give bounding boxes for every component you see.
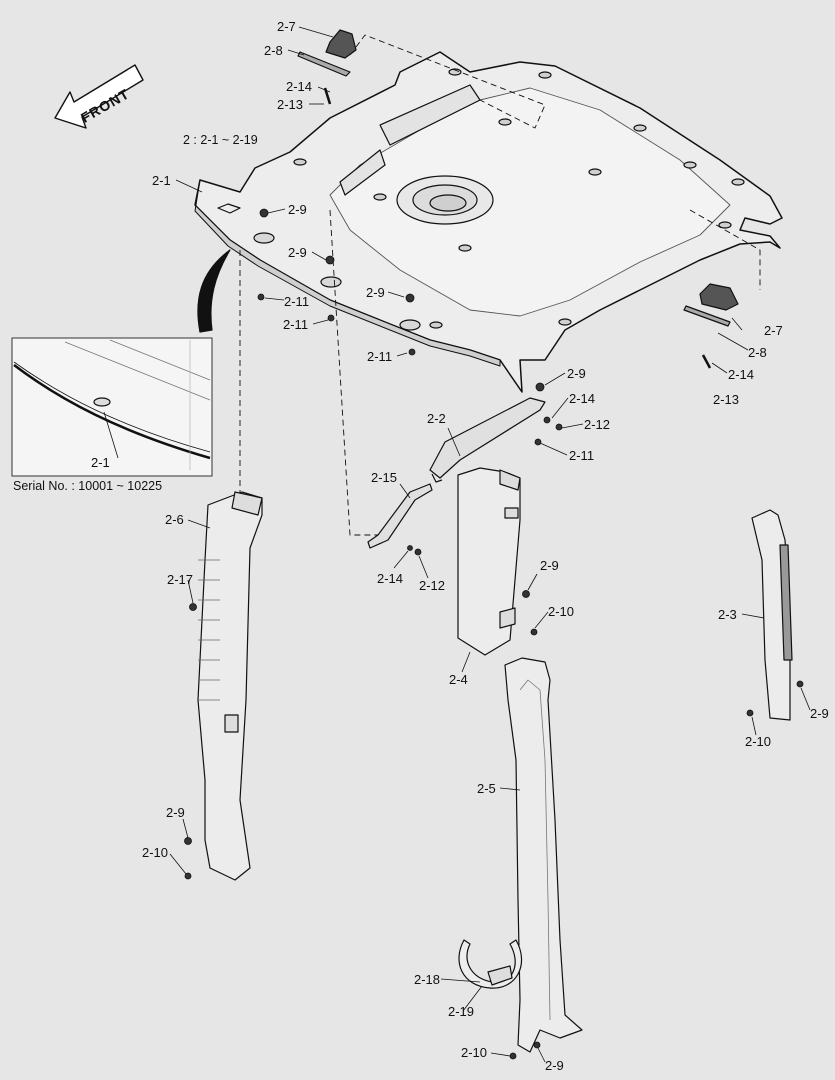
callout-2-1-headliner: 2-1 [152, 173, 171, 188]
callout-2-12-mid: 2-12 [584, 417, 611, 432]
callout-2-9-d: 2-9 [567, 366, 586, 381]
callout-2-14-top: 2-14 [286, 79, 313, 94]
inset-pointer-arrow [197, 249, 231, 333]
callout-2-9-c: 2-9 [366, 285, 385, 300]
callout-2-8-top: 2-8 [264, 43, 283, 58]
callout-2-9-g: 2-9 [810, 706, 829, 721]
sunvisor-bracket-right [683, 283, 739, 369]
callout-2-9-a: 2-9 [288, 202, 307, 217]
callout-2-18: 2-18 [414, 972, 441, 987]
callout-2-10-a: 2-10 [142, 845, 169, 860]
pillar-trim-2-6 [197, 491, 263, 881]
callout-2-19: 2-19 [448, 1004, 475, 1019]
callout-2-5: 2-5 [477, 781, 496, 796]
callout-2-12-low: 2-12 [419, 578, 446, 593]
callout-2-9-f: 2-9 [540, 558, 559, 573]
callout-2-7-right: 2-7 [764, 323, 783, 338]
connection-lines [239, 34, 761, 536]
fasteners [184, 208, 804, 1060]
bracket-2-15 [367, 483, 433, 549]
callout-2-11-a: 2-11 [284, 294, 310, 309]
callout-2-9-h: 2-9 [545, 1058, 564, 1073]
callout-2-7-top: 2-7 [277, 19, 296, 34]
callout-2-8-right: 2-8 [748, 345, 767, 360]
pillar-trim-2-4 [457, 467, 521, 656]
callout-2-9-e: 2-9 [166, 805, 185, 820]
callout-2-14-low: 2-14 [377, 571, 404, 586]
sunvisor-bracket-top [297, 29, 357, 105]
callout-2-10-b: 2-10 [548, 604, 575, 619]
leader-lines [103, 26, 811, 1063]
inset-detail-box [11, 337, 213, 477]
brace-bracket [429, 397, 546, 483]
callout-2-10-c: 2-10 [745, 734, 772, 749]
pillar-trim-2-3 [751, 509, 793, 721]
callout-2-13-right: 2-13 [713, 392, 740, 407]
callout-2-3: 2-3 [718, 607, 737, 622]
callout-2-10-d: 2-10 [461, 1045, 488, 1060]
callout-2-2: 2-2 [427, 411, 446, 426]
callout-2-11-d: 2-11 [569, 448, 595, 463]
callout-2-14-right: 2-14 [728, 367, 755, 382]
callout-2-13-top: 2-13 [277, 97, 304, 112]
callout-2-15: 2-15 [371, 470, 398, 485]
front-arrow-icon [54, 64, 144, 129]
pillar-trim-2-5 [504, 657, 583, 1053]
callout-2-6: 2-6 [165, 512, 184, 527]
callout-2-11-b: 2-11 [283, 317, 309, 332]
callout-2-4: 2-4 [449, 672, 468, 687]
serial-number-note: Serial No. : 10001 ~ 10225 [13, 479, 163, 493]
callout-2-1-inset: 2-1 [91, 455, 110, 470]
assembly-note: 2 : 2-1 ~ 2-19 [183, 133, 258, 147]
callout-2-11-c: 2-11 [367, 349, 393, 364]
clip-2-18 [458, 939, 523, 989]
headliner-panel [194, 51, 783, 393]
callout-2-14-mid: 2-14 [569, 391, 596, 406]
callout-2-9-b: 2-9 [288, 245, 307, 260]
callout-2-17: 2-17 [167, 572, 194, 587]
